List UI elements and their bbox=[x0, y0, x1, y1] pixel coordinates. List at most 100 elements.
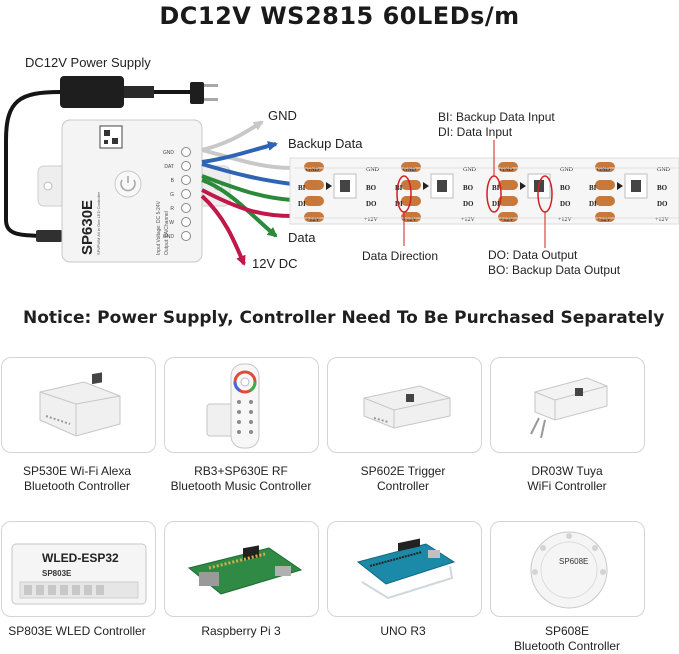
terminal-screw-icon bbox=[181, 217, 191, 227]
uno-r3-image bbox=[356, 538, 456, 600]
strip-pad-bo: BO bbox=[560, 184, 571, 192]
product-card-uno-r3[interactable] bbox=[327, 521, 482, 617]
sp803e-image: WLED-ESP32 SP803E bbox=[11, 543, 147, 605]
product-card-raspberry-pi[interactable] bbox=[164, 521, 319, 617]
strip-pad-gnd: GND bbox=[597, 167, 611, 173]
solder-pad bbox=[595, 212, 615, 222]
annotation-do: DO: Data Output bbox=[488, 248, 578, 262]
sp602e-image bbox=[363, 385, 451, 429]
wiring-diagram: DC12V Power Supply SP630E SPI/PWM All in… bbox=[3, 55, 679, 277]
terminal-screw-icon bbox=[181, 231, 191, 241]
solder-pad bbox=[498, 180, 518, 190]
terminal-screw-icon bbox=[181, 189, 191, 199]
product-card-dr03w[interactable] bbox=[490, 357, 645, 453]
raspberry-pi-image bbox=[187, 545, 303, 595]
dr03w-image bbox=[530, 377, 608, 439]
annotation-direction: Data Direction bbox=[362, 249, 438, 263]
strip-pad-gnd: GND bbox=[657, 167, 671, 173]
wire-label-power: 12V DC bbox=[252, 256, 298, 271]
power-supply-label: DC12V Power Supply bbox=[25, 55, 151, 70]
solder-pad bbox=[401, 180, 421, 190]
product-card-rb3-sp630e[interactable] bbox=[164, 357, 319, 453]
controller-output-spec: Output: 8A/Channel bbox=[164, 211, 170, 255]
backup-data-wire bbox=[201, 141, 278, 164]
strip-pad-bi: BI bbox=[298, 184, 306, 192]
strip-pad-di: DI bbox=[589, 200, 597, 208]
solder-pad bbox=[401, 212, 421, 222]
terminal-pin-label: W bbox=[169, 220, 174, 226]
direction-arrow-icon bbox=[423, 182, 429, 190]
terminal-pin-label: B bbox=[171, 178, 175, 184]
terminal-pin-label: G bbox=[170, 192, 174, 198]
strip-pad-do: DO bbox=[560, 200, 571, 208]
product-card-sp602e[interactable] bbox=[327, 357, 482, 453]
strip-pad-gnd: GND bbox=[500, 167, 514, 173]
strip-pad-12v: +12V bbox=[306, 217, 320, 223]
strip-pad-gnd: GND bbox=[463, 167, 477, 173]
strip-pad-bo: BO bbox=[463, 184, 474, 192]
terminal-pin-label: GND bbox=[163, 150, 175, 156]
power-cord-segment bbox=[124, 86, 154, 98]
terminal-screw-icon bbox=[181, 147, 191, 157]
product-card-sp530e[interactable] bbox=[1, 357, 156, 453]
strip-pad-bo: BO bbox=[657, 184, 668, 192]
strip-pad-do: DO bbox=[657, 200, 668, 208]
strip-pad-12v: +12V bbox=[364, 217, 378, 223]
wire-label-backup-data: Backup Data bbox=[288, 136, 363, 151]
solder-pad bbox=[595, 162, 615, 172]
strip-pad-di: DI bbox=[492, 200, 500, 208]
controller-subtitle: SPI/PWM All in One LED Controller bbox=[96, 191, 101, 255]
terminal-screw-icon bbox=[181, 161, 191, 171]
strip-pad-di: DI bbox=[395, 200, 403, 208]
direction-arrow-icon bbox=[520, 182, 526, 190]
backup-data-to-strip bbox=[201, 162, 293, 186]
wled-title-label: WLED-ESP32 bbox=[42, 551, 119, 565]
power-adapter bbox=[60, 76, 124, 108]
sp608e-label: SP608E bbox=[559, 557, 588, 566]
solder-pad bbox=[304, 162, 324, 172]
product-card-sp608e[interactable]: SP608E bbox=[490, 521, 645, 617]
data-wire-to-strip bbox=[201, 174, 293, 202]
solder-pad bbox=[401, 162, 421, 172]
sp530e-image bbox=[39, 372, 121, 437]
wire-label-data: Data bbox=[288, 230, 316, 245]
strip-pad-do: DO bbox=[366, 200, 377, 208]
strip-pad-gnd: GND bbox=[366, 167, 380, 173]
controller-input-spec: Input Voltage: DC 5-24V bbox=[156, 200, 162, 255]
strip-pad-12v: +12V bbox=[597, 217, 611, 223]
strip-pad-gnd: GND bbox=[403, 167, 417, 173]
product-card-sp803e[interactable]: WLED-ESP32 SP803E bbox=[1, 521, 156, 617]
power-wire-to-strip bbox=[201, 188, 293, 218]
strip-pad-bi: BI bbox=[395, 184, 403, 192]
wire-label-gnd: GND bbox=[268, 108, 297, 123]
direction-arrow-icon bbox=[326, 182, 332, 190]
plug-prong-icon bbox=[204, 84, 218, 87]
sp608e-image: SP608E bbox=[530, 531, 608, 609]
controller-model: SP630E bbox=[79, 200, 96, 255]
product-caption-sp803e: SP803E WLED Controller bbox=[8, 624, 146, 638]
annotation-di: DI: Data Input bbox=[438, 125, 513, 139]
qr-code-icon bbox=[99, 125, 123, 149]
led-die bbox=[631, 180, 641, 192]
terminal-pin-label: R bbox=[170, 206, 174, 212]
strip-pad-12v: +12V bbox=[461, 217, 475, 223]
wled-sub-label: SP803E bbox=[42, 569, 72, 578]
annotation-bi: BI: Backup Data Input bbox=[438, 110, 555, 124]
controller-button bbox=[114, 170, 142, 198]
product-caption-raspberry-pi: Raspberry Pi 3 bbox=[201, 624, 281, 638]
strip-pad-12v: +12V bbox=[655, 217, 669, 223]
power-wire bbox=[200, 194, 246, 266]
terminal-screw-icon bbox=[181, 203, 191, 213]
strip-pads: GND BI DI +12V BO DO GND +12V GND BI DI +12V BO DO GND… bbox=[294, 162, 679, 223]
solder-pad bbox=[304, 180, 324, 190]
strip-pad-12v: +12V bbox=[558, 217, 572, 223]
dc-jack bbox=[36, 230, 62, 242]
power-icon bbox=[120, 176, 136, 192]
terminal-screw-icon bbox=[181, 175, 191, 185]
plug-prong-icon bbox=[204, 98, 218, 101]
power-cable bbox=[3, 90, 61, 238]
